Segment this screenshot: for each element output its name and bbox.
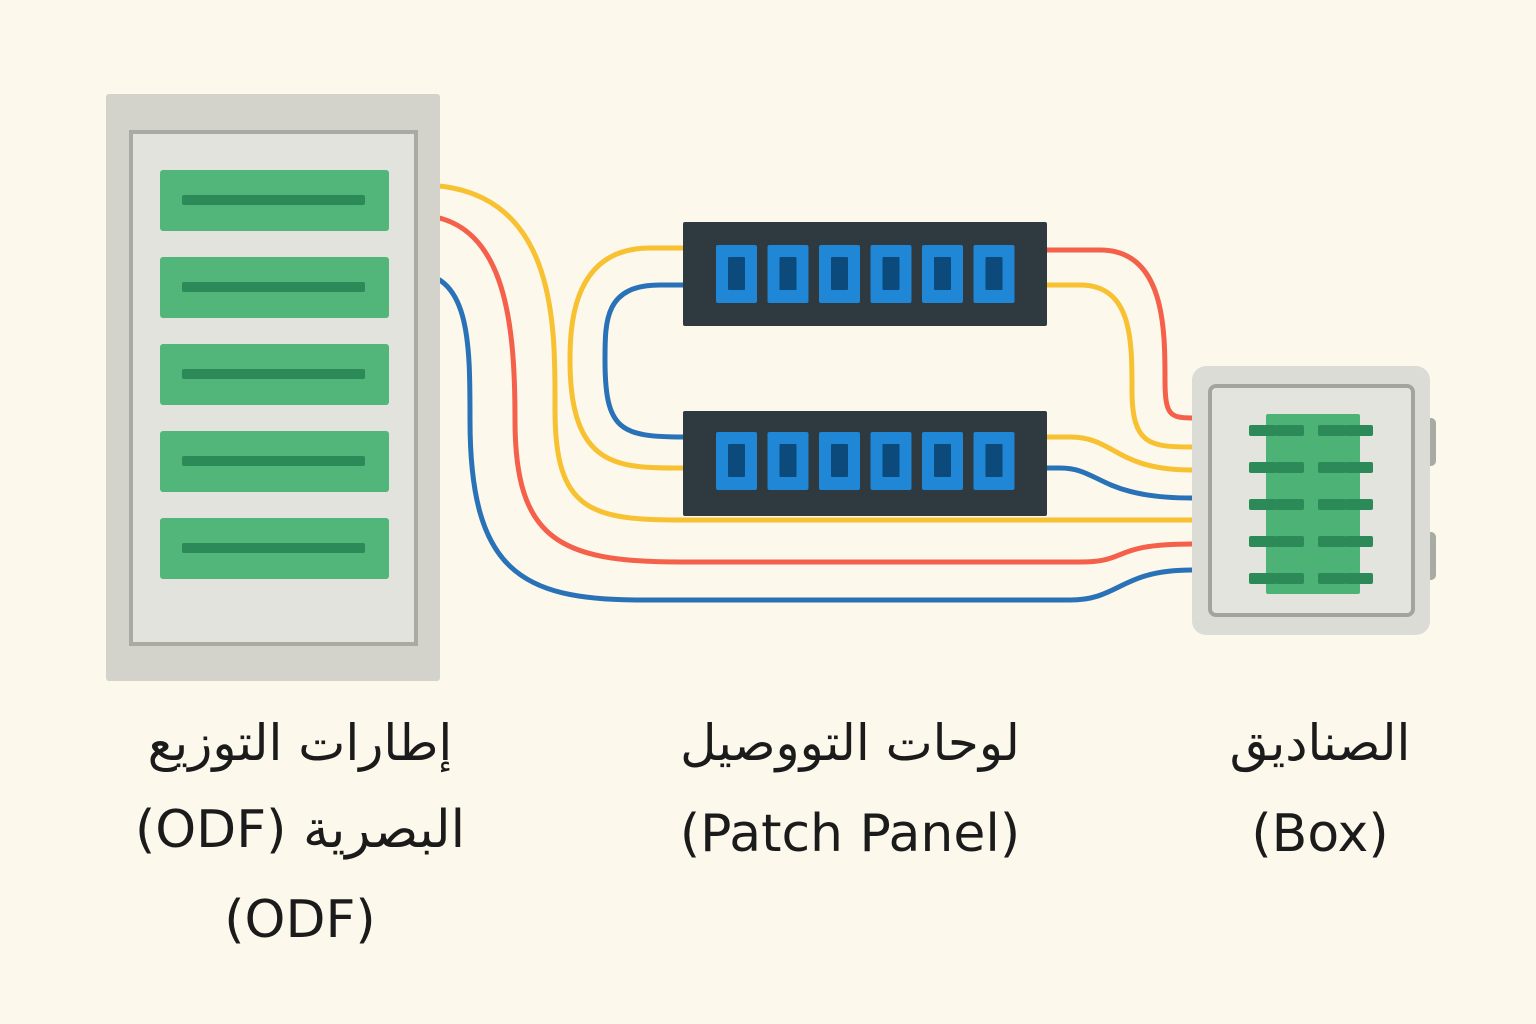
box-connector	[1249, 425, 1277, 436]
box-connector	[1318, 573, 1346, 584]
patch-panel-label-line1: لوحات التووصيل	[680, 714, 1020, 772]
box-connectors	[1249, 425, 1373, 584]
patch-port-socket	[779, 444, 797, 477]
box-label-line1: الصناديق	[1229, 714, 1411, 772]
box-connector	[1318, 499, 1346, 510]
odf-tray-slot	[182, 456, 365, 466]
odf-tray-slot	[182, 195, 365, 205]
box-connector	[1318, 536, 1346, 547]
cable-odf-red-to-box	[385, 212, 1195, 565]
odf-trays	[160, 170, 389, 579]
odf-label-line3: (ODF)	[224, 890, 376, 950]
patch-port-socket	[779, 257, 797, 290]
splice-box	[1192, 366, 1436, 635]
odf-caption: إطارات التوزيع البصرية (ODF) (ODF)	[40, 718, 560, 946]
patch-port-socket	[934, 257, 951, 290]
cable-patch-top-red-to-box	[1043, 247, 1195, 421]
box-connector	[1318, 462, 1346, 473]
cable-odf-yellow-to-box	[385, 182, 1195, 523]
box-connector	[1276, 499, 1304, 510]
patch-port-socket	[882, 444, 900, 477]
odf-tray-slot	[182, 282, 365, 292]
cable-patch-bottom-blue-to-box	[1043, 465, 1195, 501]
cables	[385, 182, 1195, 603]
patch-panel-bottom	[683, 411, 1047, 516]
patch-port-socket	[831, 444, 848, 477]
cable-patch-loop-blue	[602, 282, 687, 440]
cable-patch-loop-yellow	[567, 245, 687, 471]
box-connector	[1345, 462, 1373, 473]
patch-port-socket	[728, 257, 745, 290]
odf-label-line2: البصرية (ODF)	[134, 800, 466, 860]
box-connector	[1276, 425, 1304, 436]
box-connector	[1249, 536, 1277, 547]
patch-port-socket	[985, 257, 1003, 290]
patch-port-socket	[934, 444, 951, 477]
box-caption: الصناديق (Box)	[1170, 718, 1470, 860]
box-connector	[1345, 536, 1373, 547]
patch-port-socket	[985, 444, 1003, 477]
cable-odf-blue-to-box	[385, 269, 1195, 603]
patch-panel-top	[683, 222, 1047, 326]
patch-port-socket	[831, 257, 848, 290]
patch-port-socket	[728, 444, 745, 477]
box-connector	[1249, 462, 1277, 473]
odf-tray-slot	[182, 369, 365, 379]
box-connector	[1345, 425, 1373, 436]
odf-tray-slot	[182, 543, 365, 553]
box-label-line2: (Box)	[1251, 804, 1389, 864]
cable-patch-top-yellow-to-box	[1043, 282, 1195, 450]
box-connector	[1276, 573, 1304, 584]
box-connector	[1318, 425, 1346, 436]
odf-label-line1: إطارات التوزيع	[147, 714, 453, 772]
box-connector	[1345, 573, 1373, 584]
patch-port-socket	[882, 257, 900, 290]
odf-cabinet	[106, 94, 440, 681]
patch-panel-caption: لوحات التووصيل (Patch Panel)	[610, 718, 1090, 860]
patch-panel-label-line2: (Patch Panel)	[679, 804, 1021, 864]
box-connector	[1276, 536, 1304, 547]
cable-patch-bottom-yellow-to-box	[1043, 434, 1195, 473]
patch-panel-bottom-ports	[716, 432, 1015, 490]
box-connector	[1276, 462, 1304, 473]
box-module	[1266, 414, 1360, 594]
box-connector	[1249, 573, 1277, 584]
box-connector	[1345, 499, 1373, 510]
box-connector	[1249, 499, 1277, 510]
patch-panel-top-ports	[716, 245, 1015, 303]
